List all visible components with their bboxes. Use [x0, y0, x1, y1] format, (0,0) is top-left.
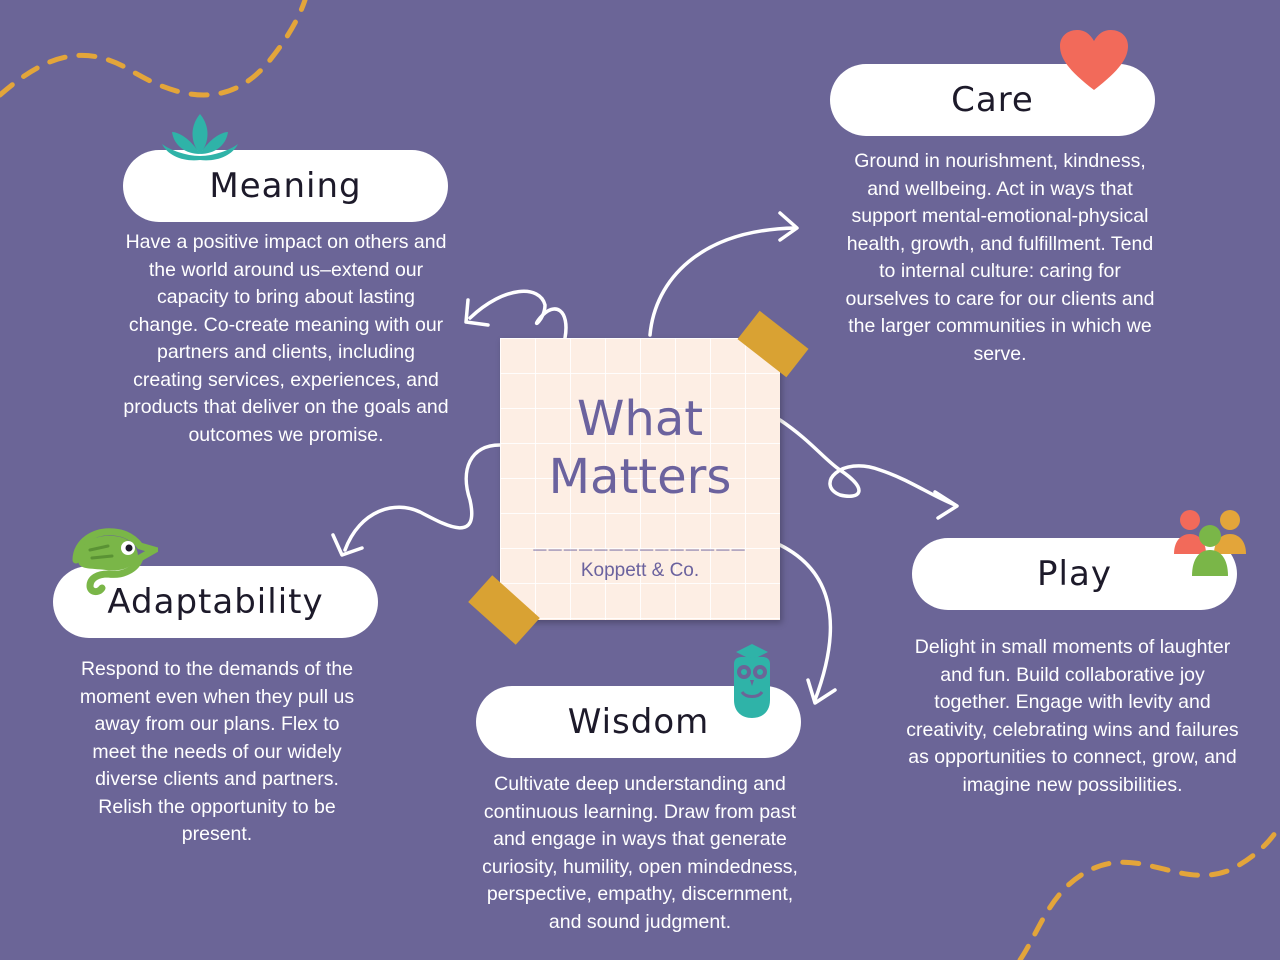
meaning-label-pill: Meaning [123, 150, 448, 222]
care-title: Care [951, 80, 1034, 120]
adaptability-title: Adaptability [107, 582, 324, 622]
center-sticky-note: What Matters ______________ Koppett & Co… [500, 338, 780, 620]
chameleon-icon [72, 528, 158, 596]
dashed-curve-top-left [0, 0, 308, 98]
meaning-title: Meaning [209, 166, 362, 206]
center-subtitle: Koppett & Co. [580, 560, 700, 581]
play-title: Play [1037, 554, 1112, 594]
center-divider: ______________ [533, 526, 747, 551]
owl-icon [734, 644, 770, 718]
care-description: Ground in nourishment, kindness, and wel… [845, 150, 1155, 365]
center-title: What Matters [548, 391, 732, 505]
people-group-icon [1174, 510, 1246, 576]
adaptability-description: Respond to the demands of the moment eve… [79, 658, 355, 845]
wisdom-title: Wisdom [567, 702, 710, 742]
heart-icon [1060, 30, 1128, 90]
wisdom-description: Cultivate deep understanding and continu… [482, 773, 798, 933]
lotus-icon [162, 114, 238, 161]
play-description: Delight in small moments of laughter and… [906, 636, 1239, 796]
adaptability-label-pill: Adaptability [53, 566, 378, 638]
dashed-curve-bottom-right [1017, 822, 1280, 960]
meaning-description: Have a positive impact on others and the… [123, 231, 449, 446]
